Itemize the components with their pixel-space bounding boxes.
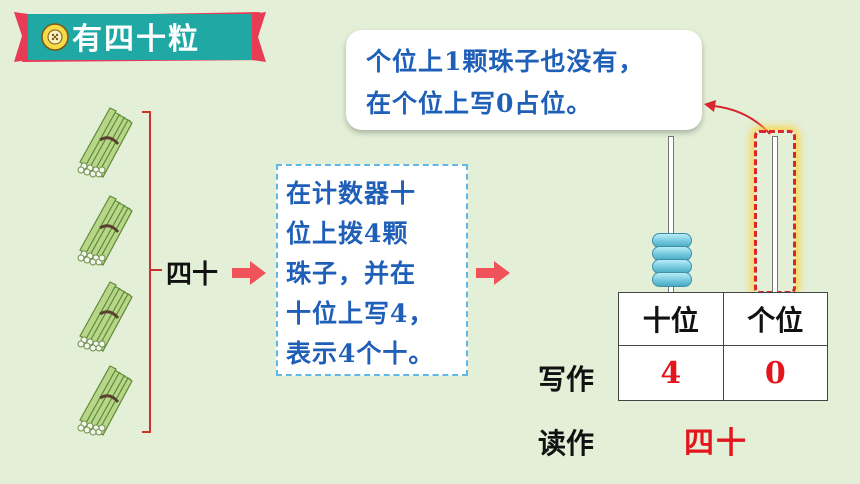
explanation-line: 表示4个十。: [286, 339, 435, 368]
write-label: 写作: [538, 363, 595, 396]
explanation-line: 在计数器十: [286, 179, 417, 208]
explanation-line: 十位上写4，: [286, 299, 435, 328]
ones-rod: [772, 136, 778, 294]
flower-icon: [41, 23, 69, 51]
pointer-arrow-icon: [704, 100, 771, 135]
bubble-line: 个位上1颗珠子也没有，: [366, 47, 645, 76]
read-value: 四十: [684, 426, 748, 461]
right-arrow-icon: [232, 261, 266, 285]
grouping-bracket: [142, 111, 162, 433]
place-value-table: 十位 个位 4 0: [618, 292, 828, 401]
ones-value: 0: [722, 345, 828, 401]
stick-bundle-icon: [76, 364, 134, 437]
ones-header: 个位: [722, 292, 828, 346]
explanation-line: 位上拨4颗: [286, 219, 409, 248]
tens-header: 十位: [618, 292, 724, 346]
bundle-count-label: 四十: [166, 260, 219, 290]
read-label: 读作: [538, 427, 595, 460]
page-title: 有四十粒: [72, 22, 200, 57]
right-arrow-icon: [476, 261, 510, 285]
tens-value: 4: [618, 345, 724, 401]
speech-bubble: 个位上1颗珠子也没有， 在个位上写0占位。: [346, 30, 702, 130]
stick-bundle-icon: [76, 106, 134, 179]
explanation-line: 珠子，并在: [286, 259, 417, 288]
stick-bundle-icon: [76, 280, 134, 353]
stick-bundle-icon: [76, 194, 134, 267]
tens-bead: [652, 272, 692, 287]
bubble-line: 在个位上写0占位。: [366, 89, 593, 118]
explanation-box: 在计数器十 位上拨4颗 珠子，并在 十位上写4， 表示4个十。: [276, 164, 468, 376]
